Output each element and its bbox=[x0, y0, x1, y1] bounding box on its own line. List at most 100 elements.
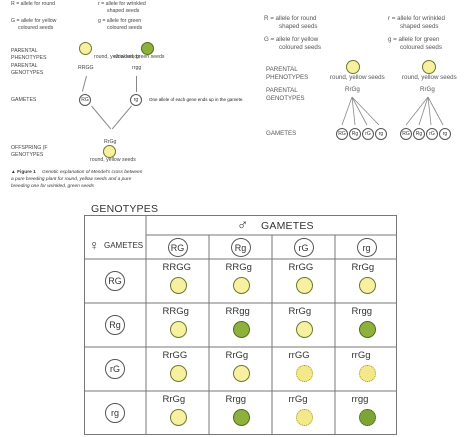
rparental-phenotypes-label: PARENTAL bbox=[266, 66, 298, 73]
gamete-label: RG bbox=[402, 131, 410, 137]
cell-seed bbox=[169, 277, 187, 294]
key-g-2: coloured seeds bbox=[107, 25, 143, 31]
rkey-g-2: coloured seeds bbox=[400, 44, 442, 51]
cell-seed bbox=[295, 277, 313, 294]
key-G-2: coloured seeds bbox=[18, 25, 54, 31]
offspring-label-2: GENOTYPES bbox=[11, 152, 44, 158]
key-R: R = allele for round bbox=[11, 1, 55, 7]
cell-genotype: RRGg bbox=[225, 262, 252, 273]
parent1-genotype: RRGG bbox=[78, 65, 94, 71]
rgamete-2-rG: rG bbox=[426, 128, 438, 140]
parental-phenotypes-label-2: PHENOTYPES bbox=[11, 55, 47, 61]
cell-genotype: RrGg bbox=[288, 306, 312, 317]
row-gamete-rg: rg bbox=[105, 403, 125, 423]
gamete-label: rg bbox=[442, 131, 448, 137]
rkey-R: R = allele for round bbox=[264, 15, 317, 22]
column-gamete-Rg: Rg bbox=[230, 238, 251, 257]
rparent1-genotype: RrGg bbox=[345, 86, 360, 93]
cell-genotype: RrGG bbox=[288, 262, 314, 273]
figure-caption-2: a pure breeding plant for round, yellow … bbox=[11, 177, 132, 182]
gamete-circle-rg: rg bbox=[130, 94, 142, 106]
parent1-seed bbox=[79, 42, 92, 55]
column-gamete-rG: rG bbox=[293, 238, 314, 257]
row-gamete-Rg: Rg bbox=[105, 315, 125, 335]
cell-seed bbox=[232, 321, 250, 338]
genotypes-title: GENOTYPES bbox=[91, 203, 159, 215]
gamete-label: rG bbox=[365, 131, 371, 137]
rgamete-2-Rg: Rg bbox=[413, 128, 425, 140]
cell-seed bbox=[232, 277, 250, 294]
cell-genotype: RrGg bbox=[162, 394, 186, 405]
cell-seed bbox=[358, 277, 376, 294]
cell-seed bbox=[232, 409, 250, 426]
punnett-grid-lines bbox=[84, 215, 397, 435]
rkey-r-2: shaped seeds bbox=[400, 23, 439, 30]
cell-genotype: rrGg bbox=[288, 394, 308, 405]
rgamete-1-RG: RG bbox=[336, 128, 348, 140]
cell-genotype: RrGG bbox=[162, 350, 188, 361]
cell-seed bbox=[169, 365, 187, 382]
left-branch-line-2 bbox=[136, 76, 137, 92]
left-branch-line-1 bbox=[81, 75, 87, 92]
rparental-genotypes-label: PARENTAL bbox=[266, 87, 298, 94]
cell-genotype: rrGG bbox=[288, 350, 310, 361]
key-r: r = allele for wrinkled bbox=[98, 1, 146, 7]
rparent2-genotype: RrGg bbox=[420, 86, 435, 93]
cell-seed bbox=[358, 409, 376, 426]
rparent1-seed bbox=[346, 60, 360, 74]
cell-seed bbox=[358, 321, 376, 338]
punnett-square: ♂ GAMETES ♀ GAMETES RG Rg rG rg RG Rg rG rg RR… bbox=[84, 215, 397, 435]
cell-genotype: RRGG bbox=[162, 262, 192, 273]
cell-genotype: Rrgg bbox=[351, 306, 373, 317]
cell-genotype: rrGg bbox=[351, 350, 371, 361]
rgametes-label: GAMETES bbox=[266, 130, 297, 137]
offspring-genotype: RrGg bbox=[104, 139, 117, 145]
right-branch-lines bbox=[341, 96, 444, 126]
left-converge-line-2 bbox=[111, 105, 132, 130]
offspring-desc: round, yellow seeds bbox=[90, 157, 136, 163]
key-G: G = allele for yellow bbox=[11, 18, 57, 24]
gamete-circle-RG: RG bbox=[79, 94, 91, 106]
offspring-label: OFFSPRING (F bbox=[11, 145, 48, 151]
gamete-label: rG bbox=[429, 131, 435, 137]
cell-seed bbox=[295, 365, 313, 382]
rgamete-1-rg: rg bbox=[375, 128, 387, 140]
parent2-desc: wrinkled, green seeds bbox=[114, 54, 165, 60]
cell-seed bbox=[169, 321, 187, 338]
parent1-desc: round, yellow seeds bbox=[94, 54, 140, 60]
column-gamete-rg: rg bbox=[356, 238, 377, 257]
figure-caption-1: Genetic explanation of Mendel's cross be… bbox=[42, 170, 143, 175]
offspring-seed bbox=[103, 145, 116, 158]
gamete-label: rg bbox=[378, 131, 384, 137]
row-gamete-rG: rG bbox=[105, 359, 125, 379]
rkey-r: r = allele for wrinkled bbox=[388, 15, 445, 22]
gamete-label: RG bbox=[338, 131, 346, 137]
parent2-seed bbox=[141, 42, 154, 55]
gametes-label-left: GAMETES bbox=[11, 97, 37, 103]
parental-phenotypes-label: PARENTAL bbox=[11, 48, 38, 54]
rkey-R-2: shaped seeds bbox=[279, 23, 318, 30]
column-gamete-RG: RG bbox=[167, 238, 188, 257]
cell-seed bbox=[232, 365, 250, 382]
cell-genotype: rrgg bbox=[351, 394, 369, 405]
rgamete-1-rG: rG bbox=[362, 128, 374, 140]
female-symbol: ♀ bbox=[89, 237, 100, 253]
left-converge-line-1 bbox=[91, 105, 112, 130]
gamete-label: Rg bbox=[351, 131, 359, 137]
parent2-genotype: rrgg bbox=[132, 65, 142, 71]
male-symbol: ♂ bbox=[237, 217, 249, 234]
cell-seed bbox=[358, 365, 376, 382]
gamete-label: RG bbox=[81, 97, 89, 103]
rparental-phenotypes-label-2: PHENOTYPES bbox=[266, 74, 309, 81]
row-gamete-RG: RG bbox=[105, 271, 125, 291]
cell-seed bbox=[295, 409, 313, 426]
female-gametes-title: GAMETES bbox=[104, 241, 144, 250]
cell-genotype: RrGg bbox=[351, 262, 375, 273]
cell-seed bbox=[295, 321, 313, 338]
male-gametes-title: GAMETES bbox=[261, 220, 314, 232]
gamete-note: One allele of each gene ends up in the g… bbox=[149, 97, 244, 102]
rparental-genotypes-label-2: GENOTYPES bbox=[266, 95, 305, 102]
figure-caption-bold: ▲ Figure 1 bbox=[11, 170, 36, 175]
rgamete-2-rg: rg bbox=[439, 128, 451, 140]
rparent2-seed bbox=[422, 60, 436, 74]
